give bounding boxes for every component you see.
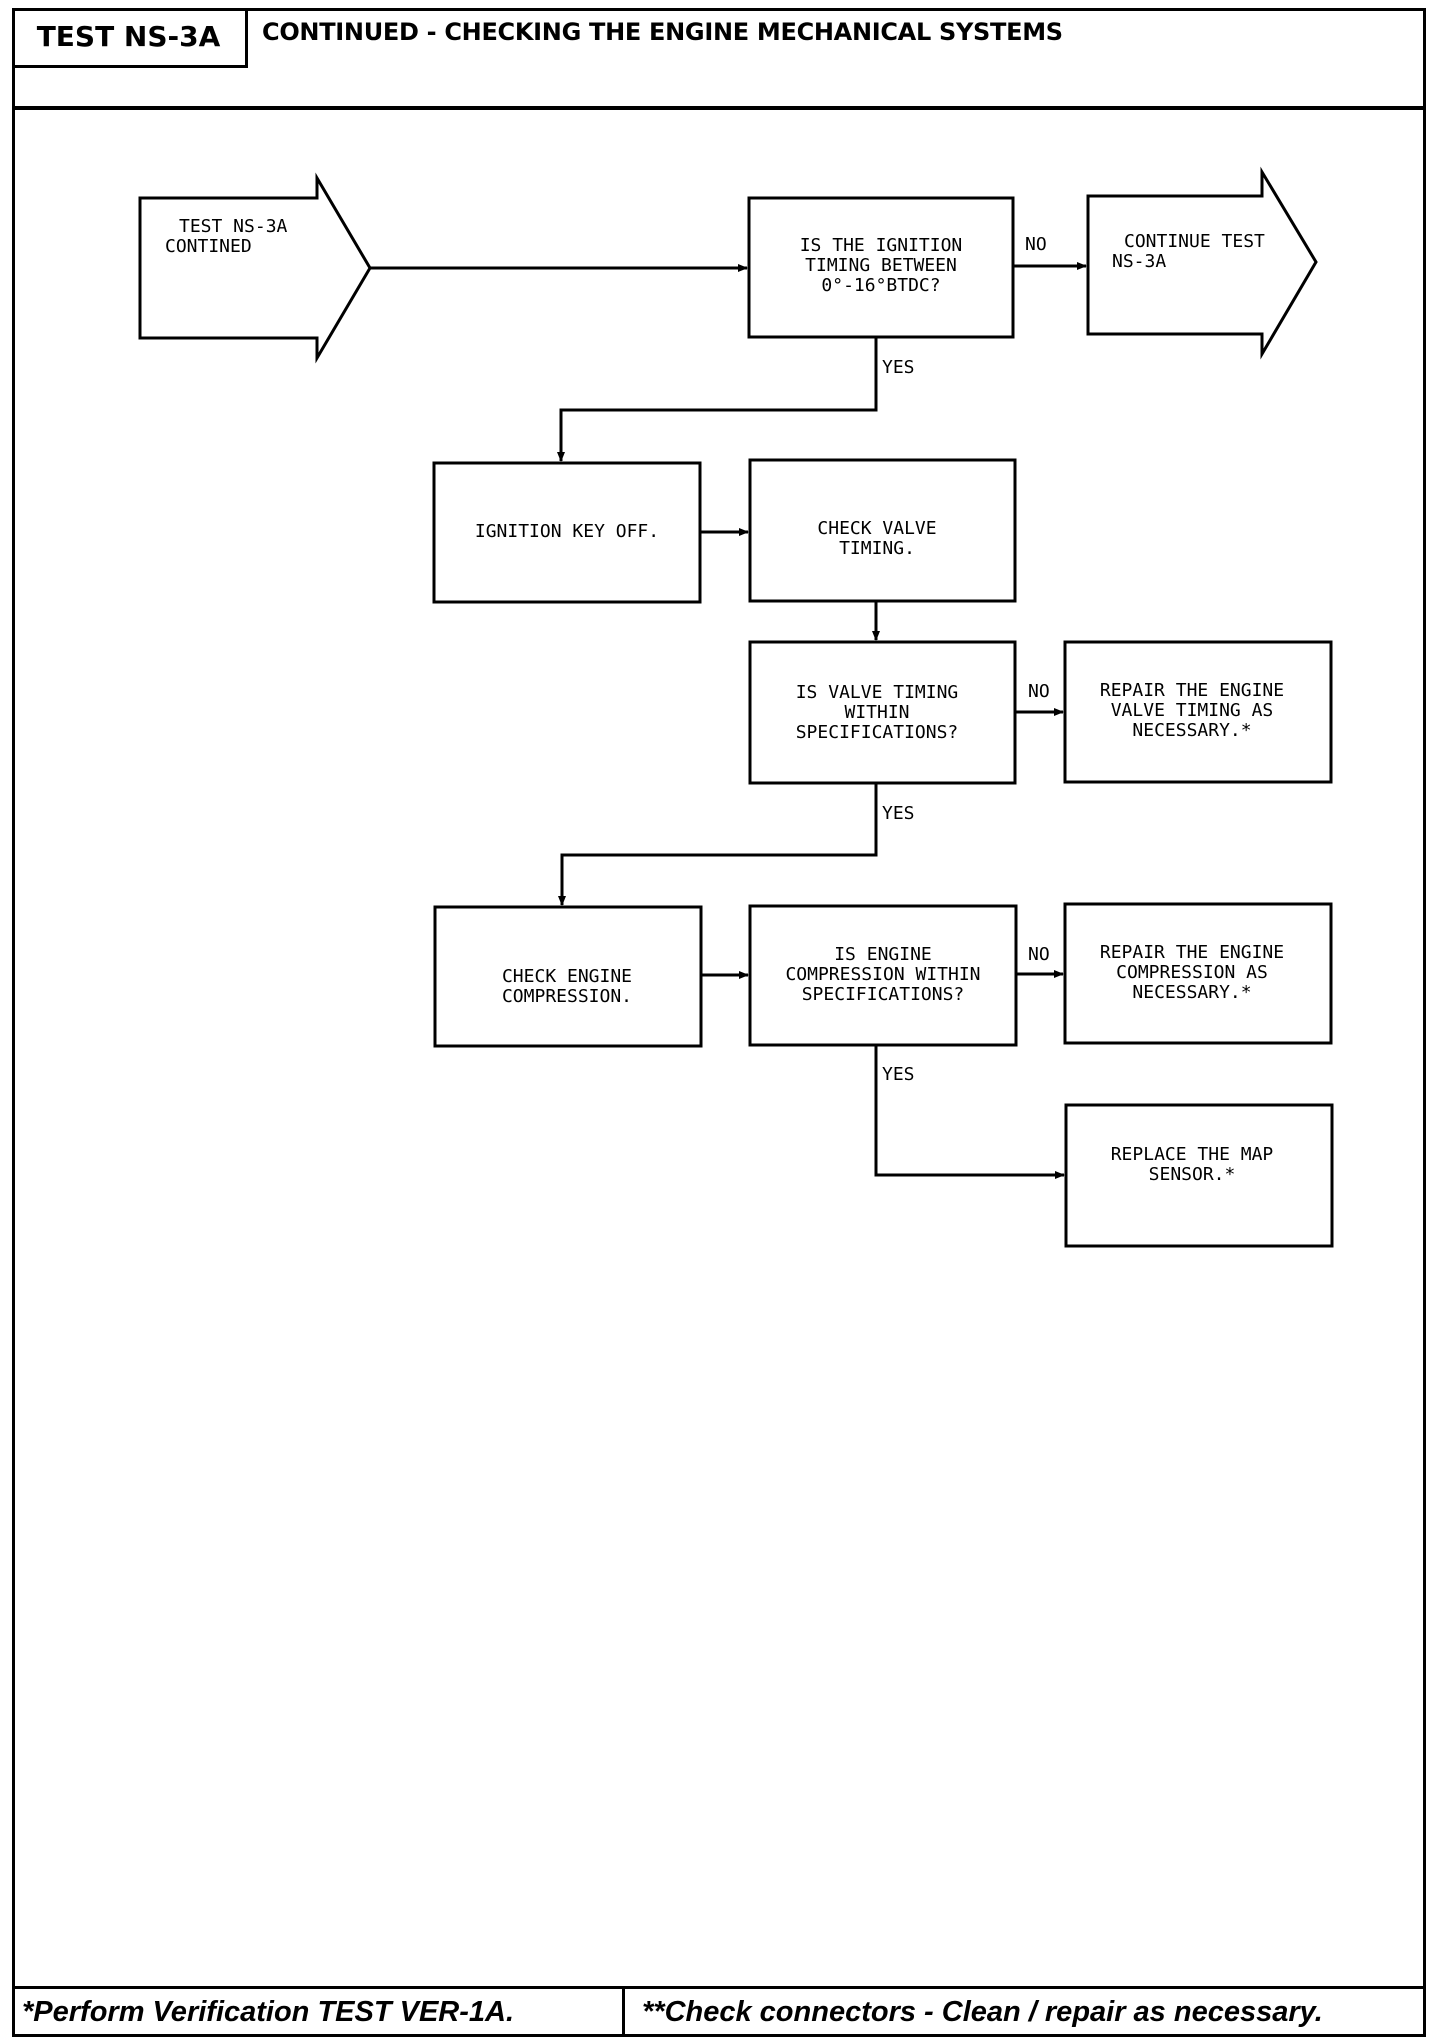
repair-valve-timing-text-line: REPAIR THE ENGINE: [1100, 680, 1284, 701]
valve-timing-question-text-line: SPECIFICATIONS?: [796, 722, 959, 743]
connector-ignition-question-yes: [557, 337, 878, 462]
entry-arrow-text-line: TEST NS-3A: [179, 216, 288, 237]
check-compression-text-line: CHECK ENGINE: [502, 966, 632, 987]
exit-arrow-text-line: CONTINUE TEST: [1124, 231, 1265, 252]
footer-connector-note: **Check connectors - Clean / repair as n…: [642, 1995, 1323, 2028]
replace-map-sensor-box: [1064, 1103, 1334, 1248]
ignition-timing-question-text-line: IS THE IGNITION: [800, 235, 963, 256]
connector-compression-question-yes: [874, 1045, 1065, 1179]
replace-map-sensor-text-line: SENSOR.*: [1149, 1164, 1236, 1185]
connector-valve-question-yes: [558, 783, 878, 906]
valve-timing-question-text-line: IS VALVE TIMING: [796, 682, 959, 703]
repair-compression-text-line: REPAIR THE ENGINE: [1100, 942, 1284, 963]
check-compression-text-line: COMPRESSION.: [502, 986, 632, 1007]
check-valve-timing-text-line: CHECK VALVE: [817, 518, 936, 539]
page-title: CONTINUED - CHECKING THE ENGINE MECHANIC…: [262, 18, 1063, 46]
page-frame: [12, 8, 1426, 2037]
label-yes-compression: YES: [882, 1064, 915, 1085]
repair-valve-timing-text-line: VALVE TIMING AS: [1111, 700, 1274, 721]
entry-arrow-shape: [138, 172, 372, 364]
header-divider: [12, 106, 1426, 110]
footer-column-divider: [622, 1986, 625, 2037]
test-id-box: TEST NS-3A: [12, 8, 248, 68]
exit-arrow-shape: [1086, 166, 1318, 360]
entry-arrow-text-line: CONTINED: [165, 236, 252, 257]
label-no-compression: NO: [1028, 944, 1050, 965]
exit-arrow-text-line: NS-3A: [1112, 251, 1166, 272]
compression-question-text-line: COMPRESSION WITHIN: [785, 964, 980, 985]
compression-question-text-line: IS ENGINE: [834, 944, 932, 965]
label-no-valve: NO: [1028, 681, 1050, 702]
repair-valve-timing-box: [1063, 640, 1333, 784]
check-valve-timing-box: [748, 458, 1017, 603]
label-yes-valve: YES: [882, 803, 915, 824]
compression-question-text-line: SPECIFICATIONS?: [802, 984, 965, 1005]
valve-timing-question-text-line: WITHIN: [844, 702, 909, 723]
check-valve-timing-text-line: TIMING.: [839, 538, 915, 559]
ignition-timing-question-text-line: 0°-16°BTDC?: [821, 275, 940, 296]
repair-compression-box: [1063, 902, 1333, 1045]
label-yes-ignition: YES: [882, 357, 915, 378]
label-no-ignition: NO: [1025, 234, 1047, 255]
repair-valve-timing-text-line: NECESSARY.*: [1132, 720, 1251, 741]
footer-divider: [12, 1986, 1426, 1989]
repair-compression-text-line: COMPRESSION AS: [1116, 962, 1268, 983]
replace-map-sensor-text-line: REPLACE THE MAP: [1111, 1144, 1274, 1165]
ignition-key-off-text-line: IGNITION KEY OFF.: [475, 521, 659, 542]
test-id: TEST NS-3A: [36, 20, 221, 53]
ignition-key-off-text: IGNITION KEY OFF.: [475, 521, 659, 542]
repair-compression-text-line: NECESSARY.*: [1132, 982, 1251, 1003]
ignition-timing-question-text-line: TIMING BETWEEN: [805, 255, 957, 276]
footer-verification-note: *Perform Verification TEST VER-1A.: [22, 1995, 515, 2028]
